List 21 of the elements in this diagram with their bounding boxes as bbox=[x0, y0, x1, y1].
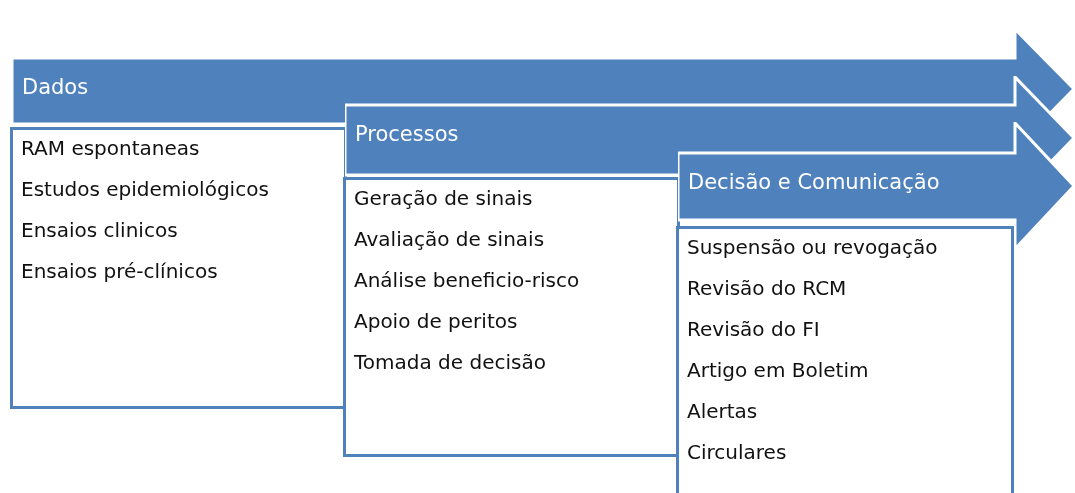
list-item: Avaliação de sinais bbox=[354, 229, 545, 249]
list-item: Ensaios clinicos bbox=[21, 220, 178, 240]
stage-title: Decisão e Comunicação bbox=[688, 170, 940, 194]
list-item: Artigo em Boletim bbox=[687, 360, 869, 380]
list-item: Geração de sinais bbox=[354, 188, 533, 208]
list-item: Tomada de decisão bbox=[354, 352, 546, 372]
list-item: RAM espontaneas bbox=[21, 138, 200, 158]
list-item: Revisão do RCM bbox=[687, 278, 847, 298]
list-item: Revisão do FI bbox=[687, 319, 820, 339]
list-item: Análise beneficio-risco bbox=[354, 270, 580, 290]
list-panel bbox=[10, 127, 347, 409]
list-item: Suspensão ou revogação bbox=[687, 237, 938, 257]
list-item: Circulares bbox=[687, 442, 787, 462]
stage-title: Dados bbox=[22, 75, 89, 99]
list-item: Ensaios pré-clínicos bbox=[21, 261, 218, 281]
list-item: Apoio de peritos bbox=[354, 311, 518, 331]
list-item: Alertas bbox=[687, 401, 758, 421]
stage-title: Processos bbox=[355, 122, 459, 146]
list-panel bbox=[343, 177, 680, 457]
list-item: Estudos epidemiológicos bbox=[21, 179, 269, 199]
list-panel bbox=[676, 226, 1014, 493]
